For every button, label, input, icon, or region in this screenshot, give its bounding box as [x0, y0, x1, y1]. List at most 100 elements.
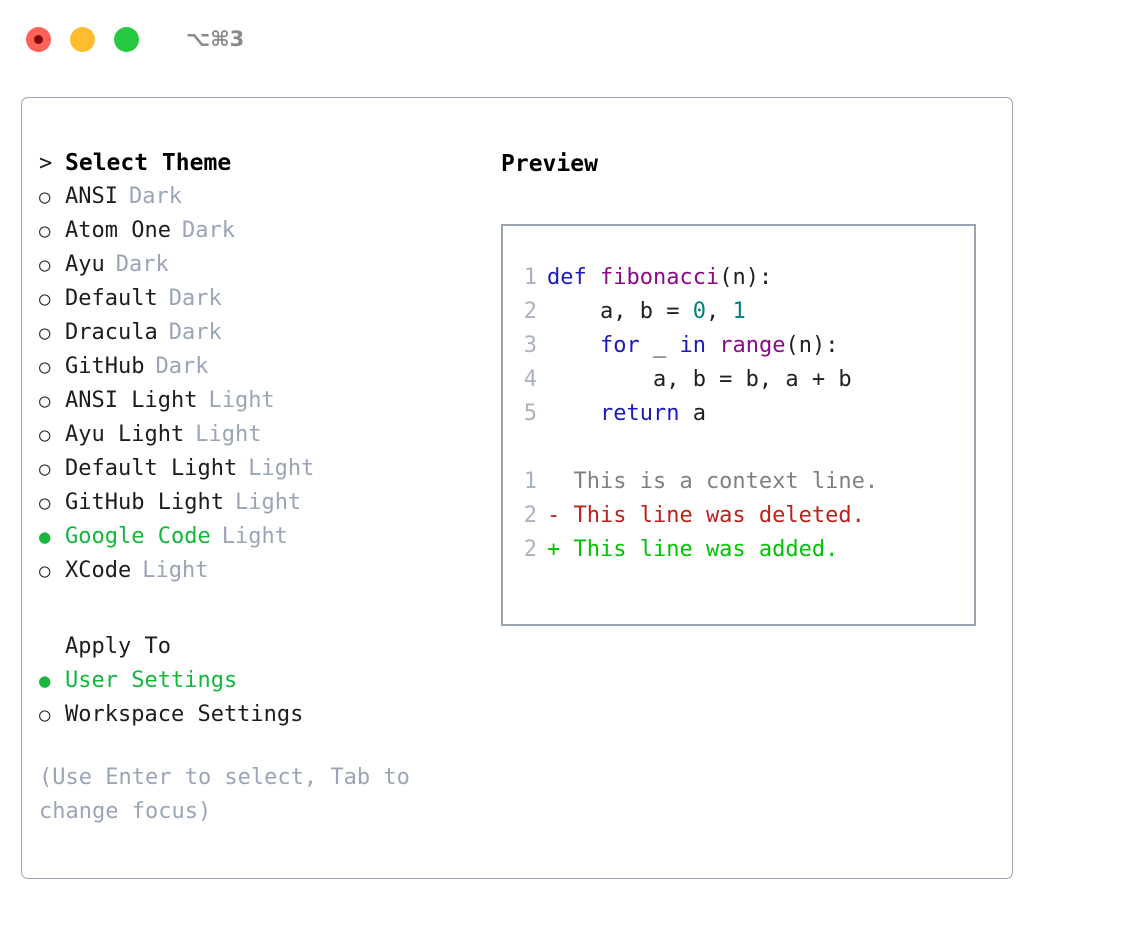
theme-list-item[interactable]: ● Google Code Light: [39, 524, 479, 558]
line-number: 1: [523, 469, 537, 494]
theme-variant-tag: Light: [221, 524, 288, 549]
code-line: 3 for _ in range(n):: [503, 333, 974, 367]
prompt-caret-icon: >: [39, 151, 53, 176]
radio-selected-icon[interactable]: ●: [39, 526, 51, 548]
apply-to-item[interactable]: ● User Settings: [39, 668, 479, 702]
window-shortcut-label: ⌥⌘3: [186, 27, 245, 51]
radio-unselected-icon[interactable]: ○: [39, 288, 51, 310]
code-diff-spacer: [503, 435, 974, 469]
radio-unselected-icon[interactable]: ○: [39, 254, 51, 276]
code-token: fibonacci: [599, 265, 720, 290]
code-token: ,: [705, 299, 733, 324]
line-number: 5: [523, 401, 537, 426]
theme-variant-tag: Light: [248, 456, 315, 481]
diff-line-text: + This line was added.: [547, 537, 839, 562]
code-token: [706, 333, 719, 358]
theme-list-item-label: GitHub: [65, 354, 145, 379]
code-token: [547, 333, 600, 358]
code-token: range: [719, 333, 786, 358]
keyboard-hint: (Use Enter to select, Tab to change focu…: [39, 765, 410, 824]
code-token: a, b = b, a + b: [547, 367, 852, 392]
radio-unselected-icon[interactable]: ○: [39, 390, 51, 412]
theme-list-item[interactable]: ○ Default Light Light: [39, 456, 479, 490]
theme-list-item[interactable]: ○ Ayu Light Light: [39, 422, 479, 456]
radio-unselected-icon[interactable]: ○: [39, 424, 51, 446]
radio-unselected-icon[interactable]: ○: [39, 492, 51, 514]
theme-list-item[interactable]: ○ GitHub Dark: [39, 354, 479, 388]
theme-variant-tag: Light: [208, 388, 275, 413]
radio-unselected-icon[interactable]: ○: [39, 704, 51, 726]
maximize-button[interactable]: [114, 26, 139, 52]
line-number: 2: [523, 503, 537, 528]
theme-variant-tag: Dark: [155, 354, 209, 379]
apply-to-item-label: User Settings: [65, 668, 238, 693]
apply-to-heading: Apply To: [39, 634, 479, 668]
close-button[interactable]: [26, 26, 51, 52]
code-token: a, b =: [547, 299, 693, 324]
diff-line: 2+ This line was added.: [503, 537, 974, 571]
theme-variant-tag: Light: [195, 422, 262, 447]
radio-unselected-icon[interactable]: ○: [39, 186, 51, 208]
apply-to-item-label: Workspace Settings: [65, 702, 304, 727]
radio-unselected-icon[interactable]: ○: [39, 458, 51, 480]
theme-list-item[interactable]: ○ ANSI Light Light: [39, 388, 479, 422]
theme-list-item-label: Default: [65, 286, 158, 311]
diff-line: 1 This is a context line.: [503, 469, 974, 503]
diff-sample: 1 This is a context line.2- This line wa…: [503, 469, 974, 571]
window-controls: [26, 26, 139, 52]
radio-selected-icon[interactable]: ●: [39, 670, 51, 692]
code-token: (n):: [719, 265, 773, 290]
radio-unselected-icon[interactable]: ○: [39, 220, 51, 242]
theme-list-item-label: ANSI Light: [65, 388, 198, 413]
theme-list-item[interactable]: ○ Ayu Dark: [39, 252, 479, 286]
code-token: 0: [692, 299, 706, 324]
theme-list-item-label: Google Code: [65, 524, 211, 549]
section-spacer: [39, 592, 479, 634]
code-token: for: [599, 333, 640, 358]
theme-picker-heading-label: Select Theme: [65, 150, 232, 176]
theme-list-item[interactable]: ○ Atom One Dark: [39, 218, 479, 252]
theme-variant-tag: Dark: [168, 286, 222, 311]
title-bar: ⌥⌘3: [0, 0, 1140, 78]
theme-variant-tag: Dark: [168, 320, 222, 345]
code-text: return a: [547, 401, 706, 426]
theme-variant-tag: Dark: [115, 252, 169, 277]
code-text: def fibonacci(n):: [547, 265, 772, 290]
code-token: _: [639, 333, 680, 358]
theme-variant-tag: Dark: [181, 218, 235, 243]
code-token: [547, 401, 600, 426]
diff-line-text: This is a context line.: [547, 469, 879, 494]
theme-variant-tag: Light: [234, 490, 302, 515]
line-number: 4: [523, 367, 537, 392]
theme-list-item-label: ANSI: [65, 184, 118, 209]
radio-unselected-icon[interactable]: ○: [39, 356, 51, 378]
code-line: 4 a, b = b, a + b: [503, 367, 974, 401]
code-token: (n):: [785, 333, 839, 358]
radio-unselected-icon[interactable]: ○: [39, 322, 51, 344]
code-line: 5 return a: [503, 401, 974, 435]
apply-to-heading-label: Apply To: [65, 634, 171, 659]
code-token: 1: [732, 299, 746, 324]
code-text: a, b = b, a + b: [547, 367, 852, 392]
minimize-button[interactable]: [70, 26, 95, 52]
theme-list-item-label: Ayu Light: [65, 422, 185, 447]
code-token: a: [679, 401, 706, 426]
theme-list-item-label: Ayu: [65, 252, 105, 277]
apply-to-item[interactable]: ○ Workspace Settings: [39, 702, 479, 736]
theme-list-item-label: Default Light: [65, 456, 238, 481]
radio-unselected-icon[interactable]: ○: [39, 560, 51, 582]
theme-list-item-label: Atom One: [65, 218, 171, 243]
diff-line: 2 - This line was deleted.: [503, 503, 974, 537]
theme-list-item[interactable]: ○ Default Dark: [39, 286, 479, 320]
code-token: return: [599, 401, 680, 426]
diff-line-text: - This line was deleted.: [547, 503, 865, 528]
